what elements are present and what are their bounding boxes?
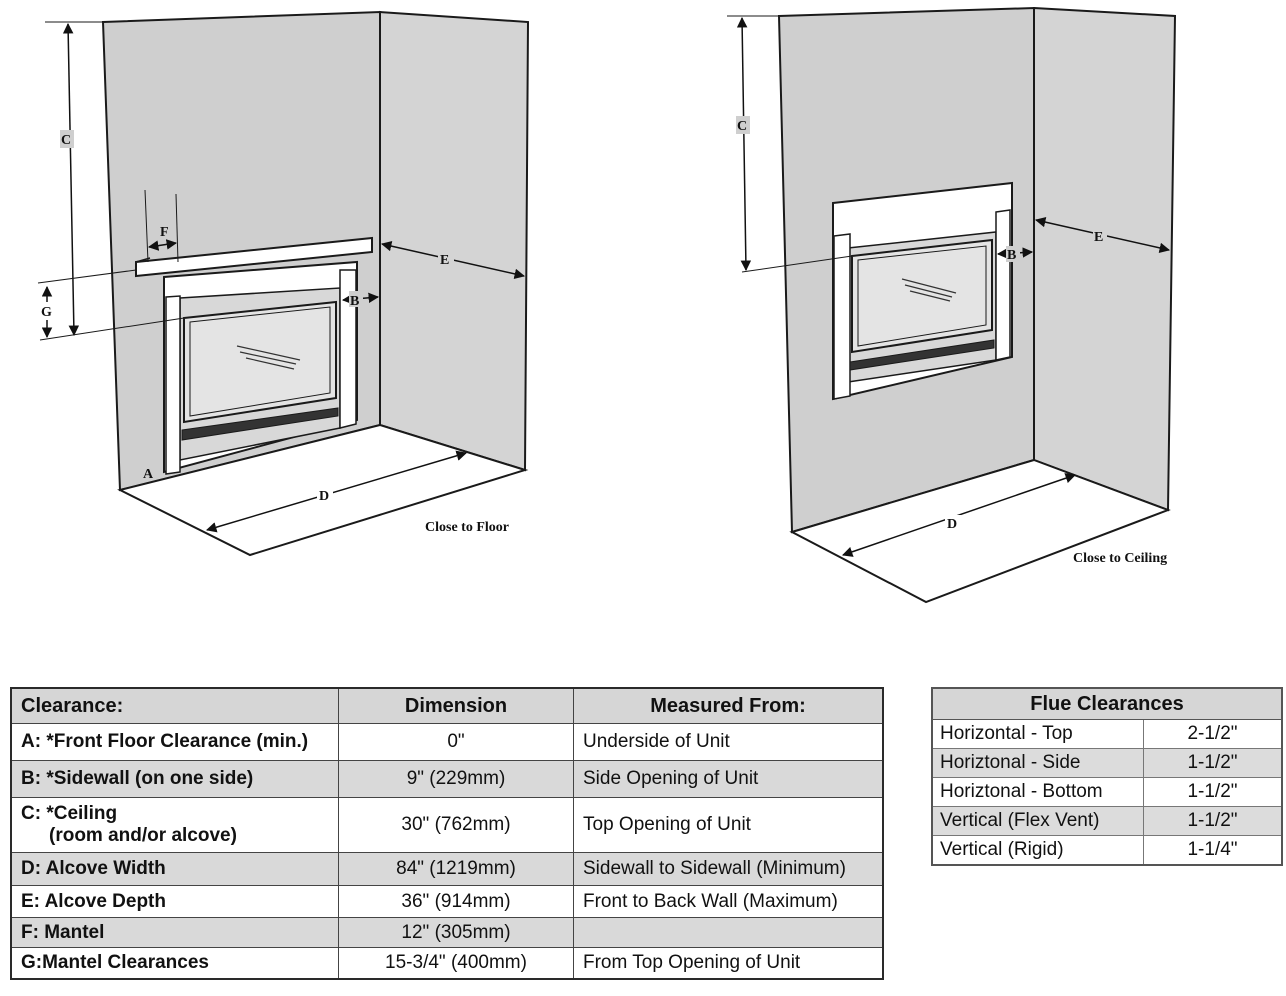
measured-from-cell [573,917,884,948]
side-wall [379,10,530,472]
flue-value-cell: 1-1/2" [1143,748,1283,778]
label-c: C [737,119,747,134]
table-row: Horiztonal - Side 1-1/2" [931,748,1283,778]
dimension-cell: 9" (229mm) [338,760,574,798]
flue-value-cell: 1-1/2" [1143,777,1283,807]
table-row: B: *Sidewall (on one side) 9" (229mm) Si… [10,760,884,798]
label-e: E [440,253,449,268]
header-clearance: Clearance: [10,687,339,724]
table-row: A: *Front Floor Clearance (min.) 0" Unde… [10,723,884,761]
dimension-cell: 15-3/4" (400mm) [338,947,574,980]
diagram-close-to-floor: C G F B E A D Close to Floor [37,10,530,557]
clearance-cell: G:Mantel Clearances [10,947,339,980]
label-f: F [160,225,169,240]
table-row: E: Alcove Depth 36" (914mm) Front to Bac… [10,885,884,918]
caption-close-to-floor: Close to Floor [425,520,509,535]
fireplace-unit [832,181,1013,401]
dimension-cell: 36" (914mm) [338,885,574,918]
clearance-table: Clearance: Dimension Measured From: A: *… [10,687,884,980]
clearance-cell: F: Mantel [10,917,339,948]
dimension-cell: 0" [338,723,574,761]
side-wall [1033,6,1177,512]
table-row: Horizontal - Top 2-1/2" [931,719,1283,749]
label-d: D [319,489,329,504]
clearance-cell: E: Alcove Depth [10,885,339,918]
diagram-close-to-ceiling: C B E D Close to Ceiling [727,6,1177,604]
clearance-cell: D: Alcove Width [10,852,339,886]
clearance-diagrams: C G F B E A D Close to Floor [37,6,1177,604]
label-e: E [1094,230,1103,245]
flue-position-cell: Vertical (Flex Vent) [931,806,1144,836]
table-row: Vertical (Flex Vent) 1-1/2" [931,806,1283,836]
label-c: C [61,133,71,148]
table-row: D: Alcove Width 84" (1219mm) Sidewall to… [10,852,884,886]
header-measured-from: Measured From: [573,687,884,724]
table-row: F: Mantel 12" (305mm) [10,917,884,948]
table-row: Horiztonal - Bottom 1-1/2" [931,777,1283,807]
label-d: D [947,517,957,532]
label-a: A [143,467,154,482]
flue-value-cell: 1-1/4" [1143,835,1283,866]
flue-header-row: Flue Clearances [931,687,1283,720]
flue-position-cell: Horizontal - Top [931,719,1144,749]
measured-from-cell: From Top Opening of Unit [573,947,884,980]
label-g: G [41,305,52,320]
flue-clearances-table: Flue Clearances Horizontal - Top 2-1/2" … [931,687,1283,866]
table-row: G:Mantel Clearances 15-3/4" (400mm) From… [10,947,884,980]
measured-from-cell: Underside of Unit [573,723,884,761]
flue-value-cell: 1-1/2" [1143,806,1283,836]
table-row: C: *Ceiling (room and/or alcove) 30" (76… [10,797,884,853]
measured-from-cell: Sidewall to Sidewall (Minimum) [573,852,884,886]
clearance-line2: (room and/or alcove) [49,825,237,846]
dimension-cell: 30" (762mm) [338,797,574,853]
measured-from-cell: Front to Back Wall (Maximum) [573,885,884,918]
fireplace-unit [163,260,358,475]
measured-from-cell: Top Opening of Unit [573,797,884,853]
clearance-cell: A: *Front Floor Clearance (min.) [10,723,339,761]
label-b: B [1007,248,1016,263]
flue-position-cell: Horiztonal - Side [931,748,1144,778]
dimension-cell: 12" (305mm) [338,917,574,948]
caption-close-to-ceiling: Close to Ceiling [1073,551,1167,566]
table-row: Vertical (Rigid) 1-1/4" [931,835,1283,866]
clearance-line1: C: *Ceiling [21,803,118,824]
header-dimension: Dimension [338,687,574,724]
clearance-header-row: Clearance: Dimension Measured From: [10,687,884,724]
flue-value-cell: 2-1/2" [1143,719,1283,749]
flue-table-title: Flue Clearances [931,687,1283,720]
flue-position-cell: Horiztonal - Bottom [931,777,1144,807]
dimension-cell: 84" (1219mm) [338,852,574,886]
clearance-cell: B: *Sidewall (on one side) [10,760,339,798]
flue-position-cell: Vertical (Rigid) [931,835,1144,866]
label-b: B [350,294,359,309]
clearance-cell: C: *Ceiling (room and/or alcove) [10,797,339,853]
measured-from-cell: Side Opening of Unit [573,760,884,798]
